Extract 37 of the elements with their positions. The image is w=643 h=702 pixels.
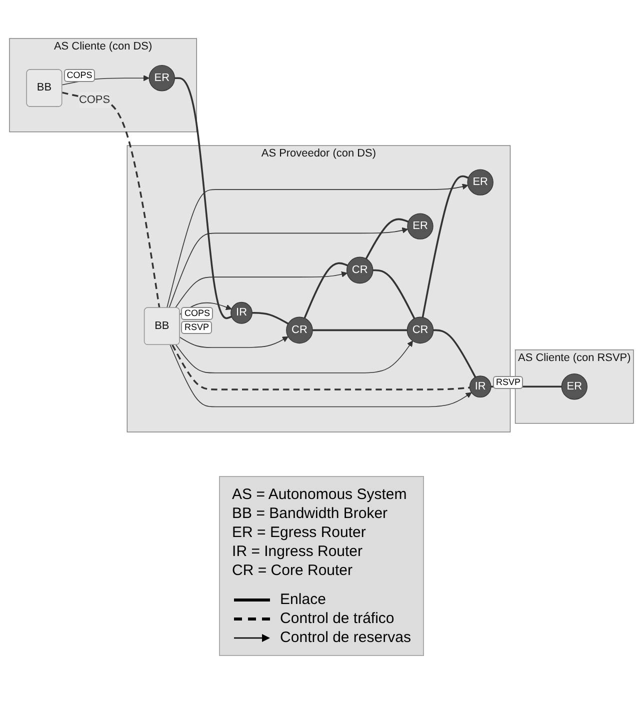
protocol-tag: COPS <box>64 69 96 82</box>
connector <box>433 329 476 378</box>
node-circle: CR <box>346 256 374 284</box>
node-circle: ER <box>407 212 434 240</box>
node-circle: ER <box>561 373 588 400</box>
node-circle: ER <box>148 64 175 91</box>
node-circle: IR <box>469 375 492 398</box>
node-circle: ER <box>467 168 494 196</box>
abbreviation-text: ER = Egress Router <box>232 523 367 542</box>
connector <box>172 344 470 390</box>
arrow <box>179 336 288 348</box>
legend-text: Enlace <box>280 590 326 609</box>
arrow <box>176 340 413 374</box>
legend-text: Control de reservas <box>280 628 411 647</box>
abbreviation-text: IR = Ingress Router <box>232 542 364 561</box>
abbreviation-text: BB = Bandwidth Broker <box>232 504 389 523</box>
edge-label: COPS <box>78 94 110 106</box>
connector <box>312 329 408 331</box>
arrow <box>166 183 468 308</box>
protocol-tag: RSVP <box>492 376 524 389</box>
node-circle: CR <box>286 316 313 344</box>
legend-text: Control de tráfico <box>280 609 394 628</box>
connector <box>422 175 469 318</box>
protocol-tag: COPS <box>181 307 213 320</box>
connector <box>365 218 409 259</box>
arrow <box>168 227 408 308</box>
arrow <box>174 271 348 308</box>
connector <box>372 269 416 319</box>
connector <box>62 91 160 308</box>
node-circle: CR <box>406 316 434 344</box>
arrow <box>170 344 472 407</box>
protocol-tag: RSVP <box>181 321 212 334</box>
abbreviation-text: CR = Core Router <box>232 561 354 580</box>
node-circle: IR <box>230 302 252 324</box>
connector <box>304 262 348 318</box>
abbreviation-text: AS = Autonomous System <box>232 485 408 504</box>
connector <box>252 312 289 324</box>
